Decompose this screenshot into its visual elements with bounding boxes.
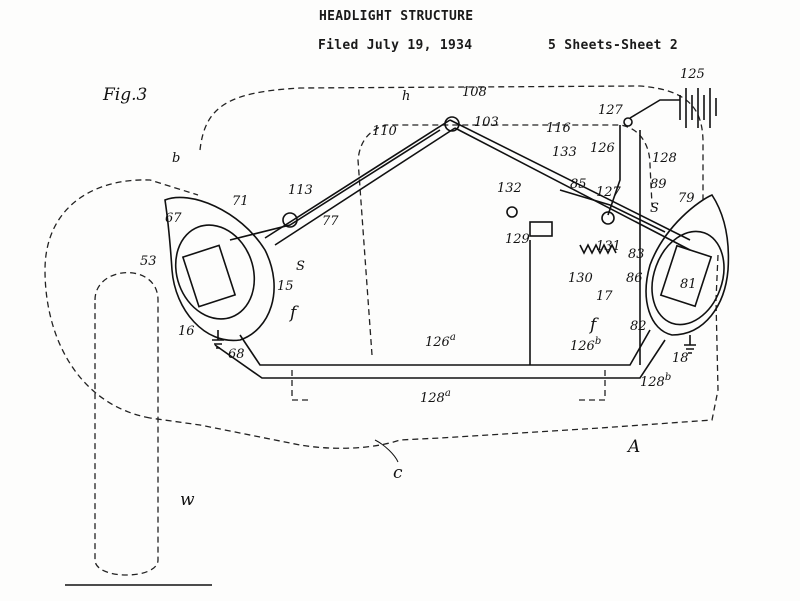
- label-15: 15: [277, 279, 294, 294]
- label-128a-num: 128: [420, 391, 445, 406]
- sheet-number: 5 Sheets-Sheet 2: [548, 38, 679, 53]
- label-126b: 126b: [570, 336, 601, 354]
- wheel: [94, 271, 159, 576]
- rod-85: [559, 189, 666, 233]
- label-f-left: f: [288, 303, 299, 323]
- left-headlamp-lens: [174, 224, 256, 320]
- left-headlamp-housing: [164, 196, 275, 342]
- spring-130: [579, 243, 617, 255]
- pivot-132: [506, 206, 518, 218]
- ground-right: [684, 335, 696, 354]
- fig-label: Fig.3: [102, 85, 147, 105]
- battery-wire: [629, 99, 680, 119]
- label-128: 128: [652, 151, 677, 166]
- label-79: 79: [678, 191, 695, 206]
- battery-125: [679, 88, 717, 128]
- label-126b-sup: b: [595, 336, 601, 347]
- right-linkage-rod: [449, 119, 691, 251]
- pivot-127: [601, 211, 615, 225]
- label-108: 108: [462, 85, 487, 100]
- label-81: 81: [680, 277, 697, 292]
- label-116: 116: [546, 121, 571, 136]
- right-headlamp-housing: [645, 194, 730, 336]
- label-125: 125: [680, 67, 705, 82]
- label-89: 89: [650, 177, 667, 192]
- left-linkage-rod: [264, 119, 456, 246]
- label-128b: 128b: [640, 372, 671, 390]
- label-133: 133: [552, 145, 577, 160]
- vehicle-body-outline: [149, 85, 719, 449]
- pivot-113: [282, 212, 298, 228]
- label-128a-sup: a: [445, 388, 451, 399]
- label-86: 86: [626, 271, 643, 286]
- label-82: 82: [630, 319, 647, 334]
- label-128b-sup: b: [665, 372, 671, 383]
- c-leader: [374, 439, 399, 463]
- label-132: 132: [497, 181, 522, 196]
- label-w: w: [180, 490, 195, 510]
- label-h: h: [402, 89, 410, 104]
- label-f-right: f: [588, 315, 599, 335]
- label-113: 113: [288, 183, 313, 198]
- right-headlamp-lens: [651, 230, 725, 326]
- right-lamp-bulb: [659, 244, 713, 308]
- label-c: c: [393, 463, 403, 483]
- label-110: 110: [372, 124, 397, 139]
- fender-outline: [44, 179, 199, 419]
- wire-128: [214, 130, 666, 379]
- label-b: b: [172, 151, 180, 166]
- label-130: 130: [568, 271, 593, 286]
- label-128b-num: 128: [640, 375, 665, 390]
- label-a: A: [626, 437, 640, 457]
- label-126a-num: 126: [425, 335, 450, 350]
- label-128a: 128a: [420, 388, 451, 406]
- filing-date: Filed July 19, 1934: [318, 38, 473, 53]
- label-127b: 127: [596, 185, 622, 200]
- label-83: 83: [628, 247, 645, 262]
- label-126: 126: [590, 141, 615, 156]
- switch-127: [623, 117, 633, 127]
- ground-left: [212, 330, 224, 349]
- label-127a: 127: [598, 103, 624, 118]
- label-67: 67: [165, 211, 182, 226]
- label-53: 53: [140, 254, 157, 269]
- label-103: 103: [474, 115, 499, 130]
- label-s-right: S: [650, 201, 659, 216]
- label-129: 129: [505, 232, 530, 247]
- solenoid-129: [529, 221, 553, 237]
- label-68: 68: [228, 347, 245, 362]
- conduit-right: [575, 370, 606, 401]
- pivot-103: [444, 116, 460, 132]
- conduit-left: [291, 370, 310, 401]
- patent-title: HEADLIGHT STRUCTURE: [319, 9, 474, 24]
- label-17: 17: [596, 289, 613, 304]
- wire-126: [239, 125, 651, 366]
- label-131: 131: [596, 239, 621, 254]
- rod-77: [229, 129, 441, 241]
- label-126b-num: 126: [570, 339, 595, 354]
- label-16: 16: [178, 324, 195, 339]
- label-s-left: S: [296, 259, 305, 274]
- left-lamp-bulb: [181, 244, 237, 308]
- label-126a-sup: a: [450, 332, 456, 343]
- label-18: 18: [672, 351, 689, 366]
- label-126a: 126a: [425, 332, 456, 350]
- label-71: 71: [232, 194, 249, 209]
- frame-h: [357, 124, 653, 356]
- label-77: 77: [322, 214, 339, 229]
- label-85: 85: [570, 177, 587, 192]
